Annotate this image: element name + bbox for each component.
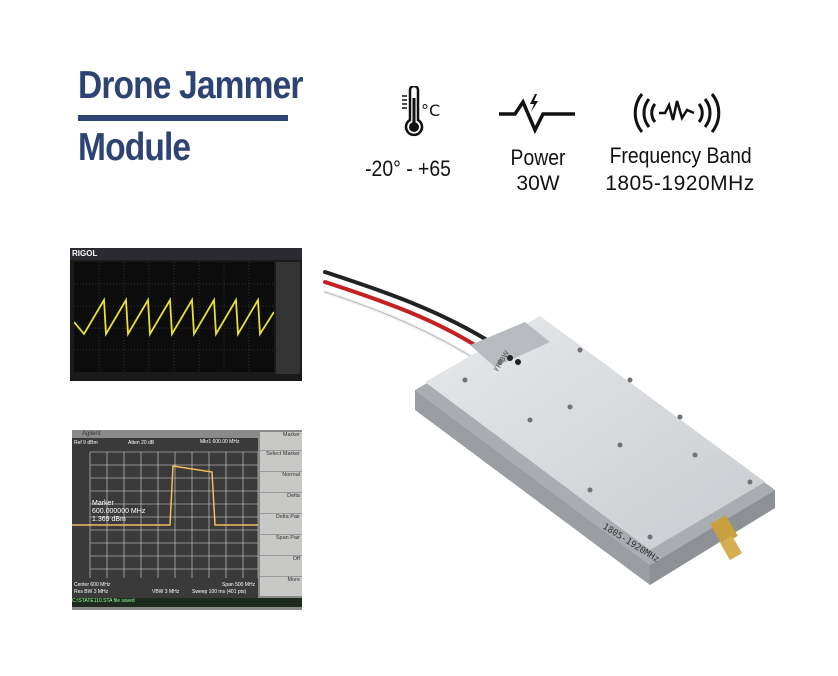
- frequency-value: 1805-1920MHz: [605, 172, 755, 195]
- title-divider: [78, 115, 288, 121]
- spectrum-brand: Agilent: [82, 431, 101, 437]
- softkey: More: [287, 577, 300, 583]
- softkey: Off: [260, 556, 302, 577]
- thermometer-celsius-icon: °C: [402, 86, 440, 137]
- spectrum-trace: [72, 438, 258, 598]
- marker-freq: 600.000000 MHz: [92, 508, 146, 515]
- svg-text:°C: °C: [421, 101, 440, 120]
- power-lightning-icon: [499, 94, 575, 134]
- spectrum-softkeys: Marker Select Marker Normal Delta Delta …: [260, 432, 302, 596]
- marker-label: Marker: [92, 500, 114, 507]
- spectrum-analyzer-photo: Agilent Ref 9 dBm Atten 20 dB Mkr1 600.0…: [72, 430, 302, 610]
- oscilloscope-waveform: [74, 262, 274, 372]
- frequency-label: Frequency Band: [609, 143, 752, 168]
- title-line-1: Drone Jammer: [78, 64, 303, 107]
- spectrum-resbw: Res BW 3 MHz: [74, 589, 109, 595]
- spectrum-atten: Atten 20 dB: [128, 440, 155, 446]
- power-value: 30W: [516, 172, 560, 195]
- oscilloscope-brand: RIGOL: [72, 249, 98, 258]
- spectrum-status: C:\STATE110.STA file saved: [72, 598, 302, 607]
- power-label: Power: [510, 145, 566, 170]
- jammer-module-photo: 1805-1920MHz FR BW: [323, 270, 775, 585]
- spectrum-center: Center 600 MHz: [74, 582, 111, 588]
- softkey: Span Pair: [260, 535, 302, 556]
- spectrum-vbw: VBW 3 MHz: [152, 589, 180, 595]
- temperature-value: -20° - +65: [365, 156, 451, 181]
- softkey: Delta: [260, 493, 302, 514]
- softkey: Normal: [260, 472, 302, 493]
- oscilloscope-photo: RIGOL: [70, 248, 302, 381]
- title-line-2: Module: [78, 126, 191, 169]
- softkey: Delta Pair: [260, 514, 302, 535]
- spectrum-mkr: Mkr1 600.00 MHz: [200, 439, 240, 445]
- spectrum-marker-readout: Marker 600.000000 MHz 1.369 dBm: [92, 500, 145, 524]
- marker-level: 1.369 dBm: [92, 516, 126, 523]
- softkey: Marker: [260, 432, 302, 451]
- spectrum-ref: Ref 9 dBm: [74, 440, 98, 446]
- softkey: Select Marker: [260, 451, 302, 472]
- frequency-signal-icon: [633, 93, 721, 133]
- spectrum-sweep: Sweep 100 ms (401 pts): [192, 589, 247, 595]
- spectrum-span: Span 500 MHz: [222, 582, 256, 588]
